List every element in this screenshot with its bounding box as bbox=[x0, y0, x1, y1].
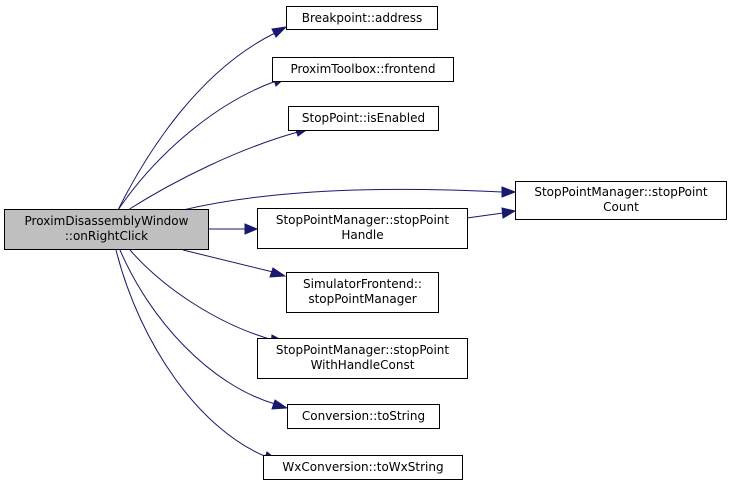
node-root-box bbox=[4, 209, 209, 250]
node-conversion-tostring-label: Conversion::toString bbox=[302, 409, 425, 423]
node-frontend-spm-label-line-1: SimulatorFrontend:: bbox=[303, 277, 422, 291]
node-frontend-spm[interactable]: SimulatorFrontend:: stopPointManager bbox=[286, 272, 439, 313]
node-breakpoint-address-label: Breakpoint::address bbox=[302, 11, 422, 25]
node-toolbox-frontend-box bbox=[272, 57, 454, 82]
node-spm-count-label-line-1: StopPointManager::stopPoint bbox=[534, 185, 708, 199]
edge-root-to-conversion-tostring bbox=[119, 249, 276, 405]
edge-root-to-spm-count bbox=[182, 188, 503, 211]
node-spm-count[interactable]: StopPointManager::stopPoint Count bbox=[515, 181, 727, 220]
node-toolbox-frontend-label: ProximToolbox::frontend bbox=[290, 62, 435, 76]
node-spm-handle[interactable]: StopPointManager::stopPoint Handle bbox=[257, 208, 468, 249]
node-breakpoint-address-box bbox=[286, 6, 438, 30]
node-wxconversion[interactable]: WxConversion::toWxString bbox=[263, 455, 463, 480]
edge-root-to-spm-whc bbox=[129, 249, 274, 341]
node-spm-whc-label-line-2: WithHandleConst bbox=[311, 358, 415, 372]
node-wxconversion-label: WxConversion::toWxString bbox=[282, 460, 443, 474]
node-spm-whc[interactable]: StopPointManager::stopPoint WithHandleCo… bbox=[257, 338, 468, 379]
node-spm-whc-box bbox=[257, 338, 468, 379]
arrowhead-frontend-spm bbox=[269, 267, 287, 278]
arrowhead-conversion-tostring bbox=[271, 399, 289, 410]
node-conversion-tostring-box bbox=[287, 404, 440, 429]
node-spm-whc-label-line-1: StopPointManager::stopPoint bbox=[276, 343, 450, 357]
edge-root-to-frontend-spm bbox=[182, 249, 274, 273]
node-root[interactable]: ProximDisassemblyWindow ::onRightClick bbox=[4, 209, 209, 250]
arrowhead-breakpoint-address bbox=[271, 26, 288, 38]
call-graph-nodes: ProximDisassemblyWindow ::onRightClick B… bbox=[4, 6, 727, 480]
node-spm-handle-box bbox=[257, 208, 468, 249]
edge-root-to-wxconversion bbox=[115, 249, 268, 458]
node-root-label-line-1: ProximDisassemblyWindow bbox=[25, 214, 189, 228]
edge-root-to-toolbox-frontend bbox=[117, 80, 277, 211]
node-root-label-line-2: ::onRightClick bbox=[65, 229, 148, 243]
node-spm-count-box bbox=[515, 181, 727, 220]
arrowhead-spm-count bbox=[501, 186, 517, 198]
node-toolbox-frontend[interactable]: ProximToolbox::frontend bbox=[272, 57, 454, 82]
node-spm-handle-label-line-2: Handle bbox=[341, 228, 383, 242]
node-spm-count-label-line-2: Count bbox=[603, 200, 639, 214]
node-breakpoint-address[interactable]: Breakpoint::address bbox=[286, 6, 438, 30]
node-wxconversion-box bbox=[263, 455, 463, 480]
edge-spm-handle-to-spm-count bbox=[466, 212, 504, 219]
node-stoppoint-isenabled[interactable]: StopPoint::isEnabled bbox=[288, 106, 439, 131]
node-stoppoint-isenabled-label: StopPoint::isEnabled bbox=[302, 111, 425, 125]
arrowhead-handle-to-count bbox=[501, 207, 517, 219]
node-stoppoint-isenabled-box bbox=[288, 106, 439, 131]
edge-root-to-stoppoint-isenabled bbox=[127, 131, 299, 211]
arrowhead-spm-handle bbox=[244, 223, 259, 235]
edge-root-to-breakpoint-address bbox=[117, 32, 276, 211]
node-spm-handle-label-line-1: StopPointManager::stopPoint bbox=[276, 213, 450, 227]
node-conversion-tostring[interactable]: Conversion::toString bbox=[287, 404, 440, 429]
node-frontend-spm-box bbox=[286, 272, 439, 313]
node-frontend-spm-label-line-2: stopPointManager bbox=[308, 292, 416, 306]
